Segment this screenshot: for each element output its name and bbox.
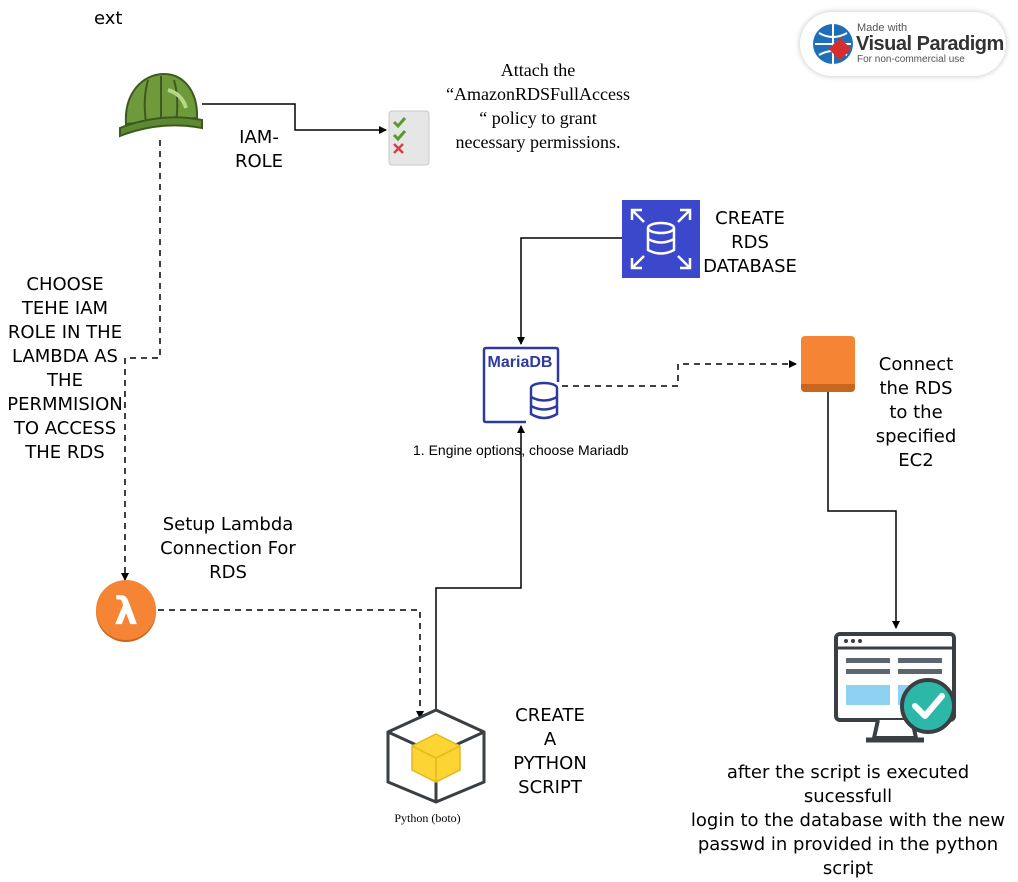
- edge-rds-to-mariadb: [517, 237, 622, 345]
- lambda-setup-label: Setup Lambda Connection For RDS: [150, 513, 306, 585]
- policy-label: Attach the “AmazonRDSFullAccess “ policy…: [428, 58, 648, 154]
- edge-python-to-mariadb: [435, 425, 525, 712]
- watermark-brand: Visual Paradigm: [856, 33, 1004, 55]
- edge-helmet-to-lambda: [121, 140, 161, 581]
- create-rds-line-2: RDS: [731, 232, 769, 253]
- create-script-line-4: SCRIPT: [518, 777, 582, 798]
- ec2-icon: [801, 336, 855, 392]
- policy-line-4: necessary permissions.: [455, 132, 621, 152]
- choose-role-line-7: TO ACCESS: [13, 418, 117, 439]
- policy-line-1: Attach the: [500, 60, 576, 80]
- create-rds-label: CREATE RDS DATABASE: [693, 207, 807, 279]
- choose-role-label: CHOOSE TEHE IAM ROLE IN THE LAMBDA AS TH…: [0, 273, 130, 465]
- iam-role-line-2: ROLE: [234, 151, 284, 172]
- final-line-5: script: [822, 858, 874, 879]
- create-script-line-1: CREATE: [515, 705, 585, 726]
- lambda-icon: λ: [96, 580, 156, 642]
- mariadb-logo-text: MariaDB: [487, 354, 553, 371]
- create-script-line-2: A: [543, 729, 557, 750]
- engine-options-label: 1. Engine options, choose Mariadb: [413, 442, 629, 458]
- choose-role-line-8: THE RDS: [25, 442, 105, 463]
- monitor-check-icon: [834, 632, 956, 743]
- connect-ec2-line-3: to the: [889, 402, 943, 423]
- edge-mariadb-to-ec2: [562, 360, 797, 387]
- final-step-label: after the script is executed sucessfull …: [680, 761, 1016, 881]
- edge-ec2-to-monitor: [827, 392, 900, 629]
- choose-role-line-1: CHOOSE: [26, 274, 104, 295]
- final-line-2: sucessfull: [803, 786, 893, 807]
- final-line-4: passwd in provided in the python: [697, 834, 999, 855]
- watermark-note: For non-commercial use: [857, 54, 965, 65]
- lambda-setup-line-1: Setup Lambda: [162, 514, 294, 535]
- create-rds-line-3: DATABASE: [703, 256, 797, 277]
- policy-line-3: “ policy to grant: [479, 108, 597, 128]
- visual-paradigm-watermark: Made with Visual Paradigm For non-commer…: [800, 12, 1006, 76]
- choose-role-line-2: TEHE IAM: [21, 298, 109, 319]
- watermark-made-with: Made with: [857, 22, 908, 34]
- edge-helmet-to-policy: [202, 103, 387, 134]
- iam-role-line-1: IAM-: [239, 127, 279, 148]
- choose-role-line-5: THE: [47, 370, 83, 391]
- connect-ec2-line-4: specified: [875, 426, 957, 447]
- create-rds-line-1: CREATE: [715, 208, 785, 229]
- connect-ec2-label: Connect the RDS to the specified EC2: [866, 353, 966, 473]
- edge-lambda-to-python: [158, 609, 424, 719]
- policy-line-2: “AmazonRDSFullAccess: [446, 84, 630, 104]
- helmet-icon: [119, 72, 203, 138]
- iam-role-label: IAM- ROLE: [219, 126, 299, 174]
- rds-icon: [622, 200, 700, 278]
- final-line-3: login to the database with the new: [690, 810, 1006, 831]
- choose-role-line-6: PERMMISION: [7, 394, 123, 415]
- checklist-icon: [388, 110, 430, 166]
- visual-paradigm-logo-icon: [813, 24, 853, 64]
- connect-ec2-line-5: EC2: [898, 450, 934, 471]
- choose-role-line-4: LAMBDA AS: [12, 346, 118, 367]
- create-script-label: CREATE A PYTHON SCRIPT: [500, 704, 600, 800]
- mariadb-icon: MariaDB: [482, 346, 562, 424]
- svg-text:λ: λ: [114, 589, 138, 633]
- corner-text: ext: [94, 8, 123, 29]
- python-box-icon: [386, 708, 486, 804]
- connect-ec2-line-2: the RDS: [879, 378, 953, 399]
- choose-role-line-3: ROLE IN THE: [7, 322, 123, 343]
- final-line-1: after the script is executed: [726, 762, 970, 783]
- lambda-setup-line-3: RDS: [209, 562, 247, 583]
- python-caption: Python (boto): [394, 811, 461, 825]
- lambda-setup-line-2: Connection For: [160, 538, 296, 559]
- connect-ec2-line-1: Connect: [878, 354, 954, 375]
- create-script-line-3: PYTHON: [513, 753, 587, 774]
